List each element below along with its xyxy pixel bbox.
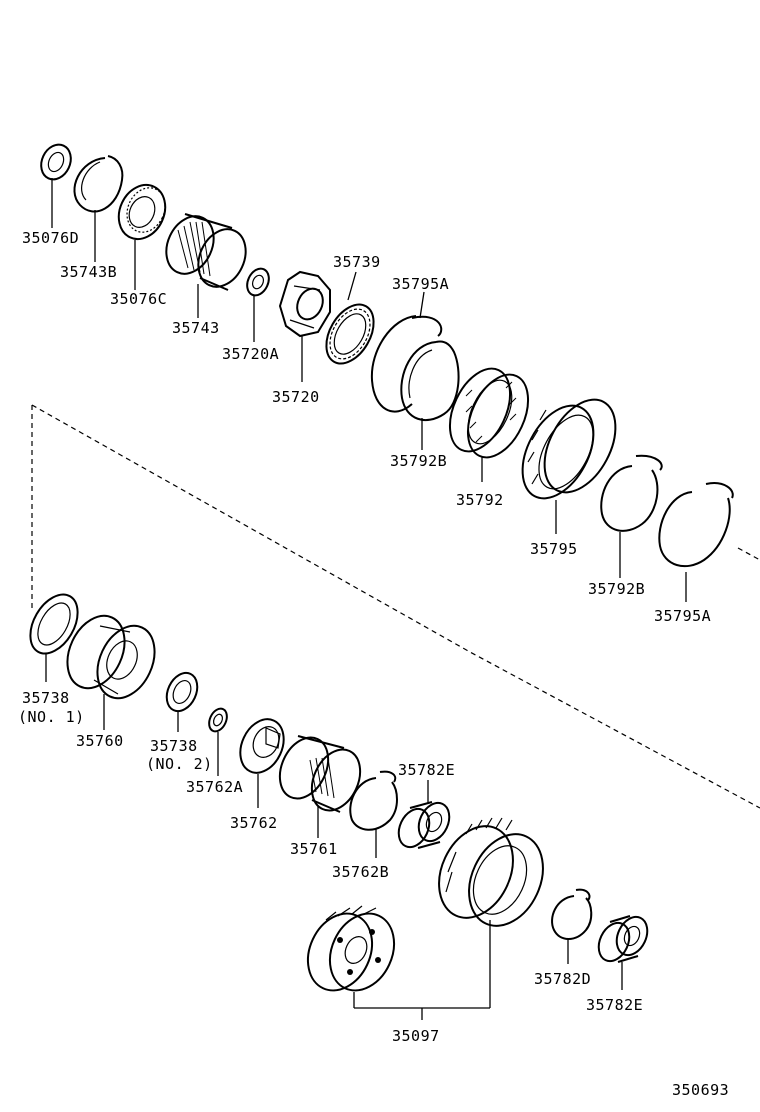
document-number: 350693: [672, 1081, 729, 1099]
label-35762: 35762: [230, 814, 278, 832]
part-35792B-snap-ring-upper: [400, 340, 460, 450]
part-35792B-snap-ring-right: [600, 454, 663, 578]
label-35738-no2-note: (NO. 2): [146, 755, 213, 773]
part-labels: 35076D 35743B 35076C 35743 35720A 35739 …: [18, 229, 729, 1099]
label-35795A-right: 35795A: [654, 607, 711, 625]
part-35762A-washer: [208, 707, 228, 776]
label-35760: 35760: [76, 732, 124, 750]
part-35739-thrust-bearing: [325, 271, 375, 365]
part-35760-carrier: [66, 614, 156, 730]
part-35097-ring-gear: [438, 817, 544, 1008]
label-35795A-top: 35795A: [392, 275, 449, 293]
label-35795: 35795: [530, 540, 578, 558]
label-35743: 35743: [172, 319, 220, 337]
label-35738-no1: 35738: [22, 689, 70, 707]
label-35792: 35792: [456, 491, 504, 509]
part-35720-hub: [278, 270, 331, 382]
label-35738-no1-note: (NO. 1): [18, 708, 85, 726]
label-35076D: 35076D: [22, 229, 79, 247]
label-35720: 35720: [272, 388, 320, 406]
label-35743B: 35743B: [60, 263, 117, 281]
label-35762B: 35762B: [332, 863, 389, 881]
part-35782D-snap-ring: [551, 888, 593, 964]
label-35739: 35739: [333, 253, 381, 271]
part-35762B-snap-ring: [349, 770, 398, 858]
part-35097-sun-gear: [306, 905, 490, 1020]
label-35782E-top: 35782E: [398, 761, 455, 779]
dashed-assembly-outline: [31, 404, 760, 809]
part-35762-sun-gear: [239, 718, 285, 808]
label-35720A: 35720A: [222, 345, 279, 363]
label-35782E-bottom: 35782E: [586, 996, 643, 1014]
label-35782D: 35782D: [534, 970, 591, 988]
part-35792-clutch: [448, 367, 530, 482]
label-35738-no2: 35738: [150, 737, 198, 755]
label-35792B-right: 35792B: [588, 580, 645, 598]
part-35795A-snap-ring-right: [658, 482, 734, 602]
part-35782E-bearing-bottom: [597, 915, 649, 990]
label-35076C: 35076C: [110, 290, 167, 308]
part-35795-ring-gear: [521, 398, 617, 534]
part-35738-no1-washer: [29, 593, 79, 682]
label-35761: 35761: [290, 840, 338, 858]
part-35782E-bearing-top: [397, 780, 451, 849]
label-35097: 35097: [392, 1027, 440, 1045]
part-35076C-bearing: [117, 183, 167, 290]
part-35738-no2-washer: [165, 671, 199, 732]
part-35743-drum: [165, 213, 247, 318]
part-35076D-washer: [40, 143, 72, 228]
label-35762A: 35762A: [186, 778, 243, 796]
part-35761-drum: [278, 735, 362, 838]
part-35743B-snap-ring: [73, 155, 124, 262]
part-35720A-washer: [246, 267, 270, 342]
part-35795A-snap-ring-upper: [370, 291, 443, 413]
label-35792B-top: 35792B: [390, 452, 447, 470]
